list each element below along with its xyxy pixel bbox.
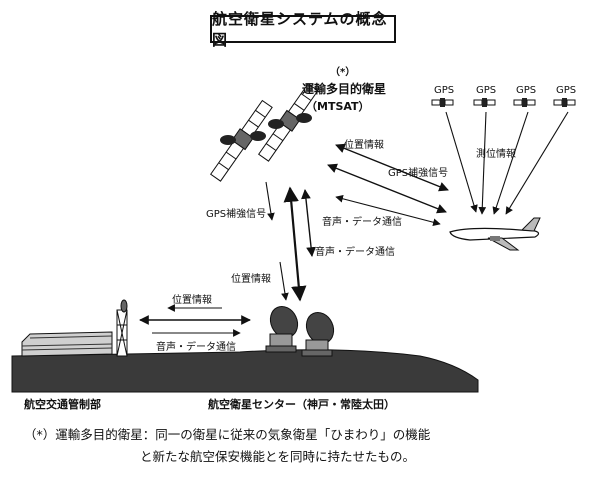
- gps-signal-line-1: [445, 111, 478, 213]
- sat-ground-secondary-arrow: [301, 189, 316, 257]
- gps-augmentation-down-arrow: [265, 181, 275, 221]
- ranging-info-label: 測位情報: [476, 149, 516, 160]
- atc-label: 航空交通管制部: [24, 398, 101, 411]
- sat-ground-main-arrow: [283, 186, 307, 302]
- satellite-center-label: 航空衛星センター（神戸・常陸太田）: [208, 398, 395, 411]
- position-info-top-label: 位置情報: [344, 140, 384, 151]
- diagram-title-text: 航空衛星システムの概念図: [212, 10, 388, 49]
- gps-satellite-3: [513, 98, 536, 107]
- voice-data-arrow-aircraft: [335, 195, 441, 226]
- footnote-line-2: と新たな航空保安機能とを同時に持たせたもの。: [140, 449, 416, 464]
- gps-satellite-2: [473, 98, 496, 107]
- sat1-dish-right: [250, 131, 266, 141]
- gps-satellite-1: [431, 98, 454, 107]
- position-info-center-label: 位置情報: [231, 274, 271, 285]
- gps-augmentation-right-label: GPS補強信号: [388, 168, 449, 179]
- ground-dish-antenna-1: [265, 305, 299, 353]
- gps-label-3: GPS: [516, 85, 537, 96]
- voice-data-center-label: 音声・データ通信: [315, 247, 395, 258]
- diagram-title: 航空衛星システムの概念図: [210, 10, 396, 49]
- gps-satellite-4: [553, 98, 576, 107]
- satellite-marker: （*）: [330, 67, 356, 78]
- mtsat-satellite-2: [258, 83, 319, 162]
- satellite-abbrev: （MTSAT）: [306, 100, 370, 113]
- ground-dish-antenna-2: [301, 311, 335, 357]
- voice-data-right-label: 音声・データ通信: [322, 217, 402, 228]
- sat1-dish-left: [220, 135, 236, 145]
- aircraft-graphic: [449, 217, 541, 251]
- ground-terrain: [11, 349, 479, 393]
- position-info-ground-label: 位置情報: [172, 295, 212, 306]
- gps-signal-line-3: [492, 111, 529, 215]
- sat2-dish-left: [268, 119, 284, 129]
- gps-signal-line-4: [505, 111, 569, 215]
- gps-augmentation-left-label: GPS補強信号: [206, 209, 267, 220]
- antenna-tower-graphic: [116, 299, 128, 357]
- position-info-down-arrow: [279, 261, 289, 301]
- mtsat-satellite-1: [210, 99, 273, 182]
- satellite-name: 運輸多目的衛星: [302, 82, 387, 96]
- atc-building-graphic: [21, 331, 113, 357]
- gps-label-2: GPS: [476, 85, 497, 96]
- voice-data-ground-label: 音声・データ通信: [156, 342, 236, 353]
- gps-label-1: GPS: [434, 85, 455, 96]
- gps-signal-line-2: [478, 111, 487, 215]
- gps-label-4: GPS: [556, 85, 577, 96]
- footnote-line-1: （*）運輸多目的衛星：同一の衛星に従来の気象衛星「ひまわり」の機能: [24, 427, 431, 442]
- sat2-dish-right: [296, 113, 312, 123]
